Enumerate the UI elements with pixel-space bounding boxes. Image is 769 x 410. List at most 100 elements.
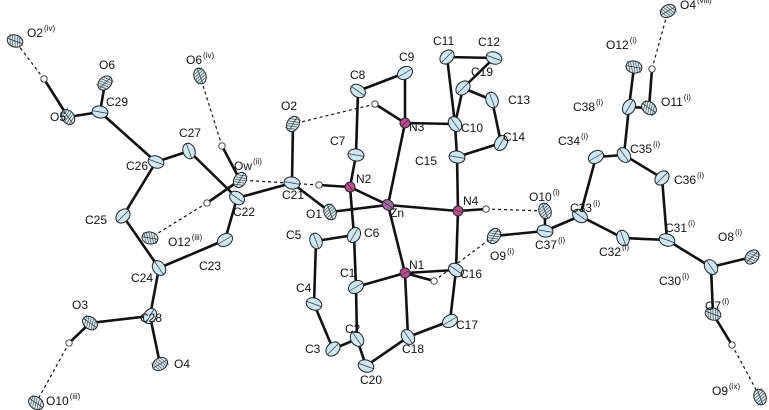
atom-label-c33i: C33(i) — [570, 199, 600, 215]
atom-label-o9ix: O9(ix) — [712, 382, 740, 398]
atom-label-o11i: O11(i) — [661, 93, 691, 109]
atom-c13 — [485, 91, 499, 109]
atom-o6iv — [193, 67, 207, 85]
atom-label-c5: C5 — [286, 228, 302, 242]
atom-label-n1: N1 — [409, 258, 425, 272]
atom-label-o9i: O9(i) — [490, 247, 514, 263]
hydrogen-bond-Owii-O6iv — [199, 75, 223, 147]
bond-C36i-C31i — [660, 176, 669, 242]
bond-N3-C10 — [403, 121, 457, 126]
bond-N3-H — [373, 102, 407, 125]
atom-label-c13: C13 — [508, 93, 530, 107]
atom-c12 — [485, 51, 503, 65]
hydrogen-bond-O11i-O4viii — [651, 10, 669, 70]
hydrogen-bond-N4-O10i — [485, 208, 546, 212]
atom-label-c17: C17 — [456, 318, 478, 332]
atom-c18 — [400, 329, 416, 345]
bond-C10-C11 — [445, 55, 457, 126]
atom-c24 — [151, 260, 167, 276]
atom-o6 — [96, 75, 114, 91]
atom-label-c24: C24 — [131, 271, 153, 285]
bond-Zn-N2 — [348, 185, 390, 207]
atom-label-o6iv: O6(iv) — [186, 51, 214, 67]
atom-zn — [381, 199, 395, 211]
atom-label-zn: Zn — [390, 206, 404, 220]
atom-label-o4: O4 — [174, 357, 190, 371]
bond-C18-N1 — [403, 271, 410, 339]
atom-label-n2: N2 — [356, 172, 372, 186]
atom-label-o4viii: O4(viii) — [680, 0, 712, 12]
hydrogen-atom — [40, 75, 48, 83]
atom-label-c32i: C32(i) — [599, 243, 629, 259]
atom-c16 — [448, 262, 464, 278]
bond-C27-C22 — [187, 149, 239, 200]
atom-label-c36i: C36(i) — [674, 171, 704, 187]
atom-c32i — [616, 229, 630, 247]
atom-label-c31i: C31(i) — [665, 219, 695, 235]
atom-o12i — [625, 60, 643, 74]
atom-label-c15: C15 — [415, 154, 437, 168]
atom-c26 — [147, 155, 165, 169]
atom-label-c35i: C35(i) — [630, 140, 660, 156]
atom-c4 — [305, 297, 323, 311]
bond-C30i-O7i — [709, 265, 715, 316]
atom-c21 — [283, 176, 301, 190]
atom-label-c2: C2 — [345, 322, 361, 336]
bond-C15-N4 — [455, 155, 460, 213]
atom-c9 — [396, 65, 414, 81]
atom-label-c8: C8 — [350, 68, 366, 82]
hydrogen-bond-N1-O9i — [433, 235, 495, 282]
atom-n4 — [452, 205, 464, 217]
hydrogen-atom — [430, 277, 438, 285]
atom-label-c14: C14 — [503, 130, 525, 144]
bond-C28-O3 — [88, 314, 152, 325]
atom-c36i — [654, 170, 670, 186]
atom-c25 — [115, 208, 131, 224]
bond-C18-C20 — [364, 335, 410, 368]
hydrogen-atom — [203, 199, 211, 207]
atom-label-c34i: C34(i) — [558, 132, 588, 148]
atom-owii — [232, 171, 248, 189]
atom-c19 — [455, 80, 471, 96]
atom-c15 — [448, 150, 466, 164]
atom-label-c22: C22 — [233, 205, 255, 219]
atom-o4 — [151, 356, 169, 372]
bond-C1-C2 — [354, 285, 359, 341]
atom-label-c6: C6 — [364, 226, 380, 240]
atom-label-c9: C9 — [399, 50, 415, 64]
atom-o10i — [538, 202, 552, 220]
hydrogen-atom — [482, 205, 490, 213]
atom-label-c28: C28 — [140, 311, 162, 325]
atom-label-c25: C25 — [85, 213, 107, 227]
atom-o9i — [486, 227, 502, 245]
atom-c27 — [182, 142, 196, 160]
atom-c20 — [357, 359, 375, 373]
atom-label-c26: C26 — [126, 159, 148, 173]
atom-label-c7: C7 — [330, 134, 346, 148]
bond-C26-C29 — [98, 110, 158, 164]
atom-o8i — [743, 249, 761, 265]
atom-c2 — [349, 331, 365, 347]
atom-o9ix — [753, 388, 767, 406]
atom-c28 — [142, 307, 158, 325]
atom-n3 — [399, 117, 411, 129]
bond-O2-C21 — [290, 122, 295, 185]
atom-c38i — [621, 98, 637, 116]
atom-label-o7i: O7(i) — [705, 297, 729, 313]
hydrogen-bond-N2-Owii — [239, 179, 320, 186]
atom-label-c38i: C38(i) — [573, 98, 603, 114]
atom-c31i — [658, 233, 676, 247]
atom-label-c10: C10 — [461, 121, 483, 135]
atom-c1 — [347, 279, 365, 295]
atom-o1 — [323, 203, 337, 221]
atom-label-c3: C3 — [305, 342, 321, 356]
bond-C4-C5 — [312, 239, 318, 306]
atom-label-c19: C19 — [471, 65, 493, 79]
atom-label-c16: C16 — [460, 267, 482, 281]
bond-Zn-N4 — [386, 203, 460, 213]
atom-o2 — [285, 115, 301, 133]
bond-C37i-O9i — [492, 229, 547, 238]
atom-n1 — [399, 267, 411, 279]
atom-c22 — [229, 190, 245, 206]
